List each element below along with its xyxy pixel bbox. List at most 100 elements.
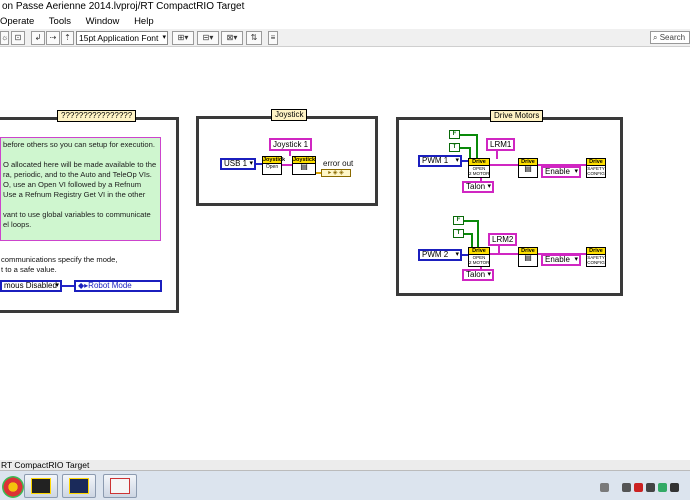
menu-window[interactable]: Window: [85, 16, 120, 27]
wire-t-1b: [469, 147, 471, 158]
drive-open-vi-1[interactable]: Drive OPEN 2 MOTOR: [468, 158, 490, 178]
battery-icon[interactable]: [646, 483, 655, 492]
font-select-label: 15pt Application Font: [79, 33, 159, 43]
lrm2-ref-name[interactable]: LRM2: [488, 233, 518, 246]
alert-icon[interactable]: [634, 483, 643, 492]
chevron-down-icon: ▾: [487, 183, 491, 190]
joystick-open-vi-header: Joystick: [263, 157, 286, 164]
bool-const-t-1[interactable]: T: [449, 143, 460, 152]
chevron-down-icon: ▾: [55, 282, 59, 289]
chrome-icon[interactable]: [2, 476, 24, 498]
pwm2-wire: [462, 254, 468, 256]
drive-set-vi-2-header: Drive: [519, 248, 537, 255]
joystick-open-vi[interactable]: Joystick Open: [262, 156, 286, 175]
chevron-down-icon: ▾: [574, 168, 578, 175]
labview-taskbar-button-2[interactable]: [62, 474, 96, 498]
enable-ring-2[interactable]: Enable ▾: [541, 254, 581, 266]
chevron-down-icon: ▾: [162, 34, 166, 41]
drive-safety-vi-2[interactable]: Drive SAFETY CONFIG: [586, 247, 606, 267]
talon-wire-1: [480, 178, 482, 181]
joystick-open-vi-body: Open: [265, 164, 279, 170]
toolbar: ☼ ⊡ ↲ ⇢ ⇡ 15pt Application Font ▾ ⊞▾ ⊟▾ …: [0, 29, 690, 47]
talon-1-label: Talon: [466, 182, 486, 191]
document-icon: ▤: [524, 164, 532, 173]
distribute-icon[interactable]: ⊟▾: [197, 31, 219, 45]
status-bar: RT CompactRIO Target: [0, 460, 690, 471]
font-select[interactable]: 15pt Application Font ▾: [76, 31, 168, 45]
global-arrow-icon: ◆▸: [78, 281, 89, 290]
update-icon[interactable]: [658, 483, 667, 492]
enable-2-label: Enable: [545, 255, 570, 264]
pwm2-enum-constant[interactable]: PWM 2 ▾: [418, 249, 462, 261]
lightbulb-icon[interactable]: ☼: [0, 31, 9, 45]
pwm1-wire: [462, 160, 468, 162]
mode-enum-constant[interactable]: mous Disabled ▾: [0, 280, 62, 292]
enable-ring-1[interactable]: Enable ▾: [541, 166, 581, 178]
labview-project-icon: [69, 478, 89, 494]
mode-wire: [62, 285, 74, 287]
lrm1-ref-name[interactable]: LRM1: [486, 138, 516, 151]
chevron-down-icon: ▾: [574, 256, 578, 263]
drive-set-vi-2[interactable]: Drive ▤: [518, 247, 538, 267]
talon-ring-1[interactable]: Talon ▾: [462, 181, 494, 193]
pwm1-enum-constant[interactable]: PWM 1 ▾: [418, 155, 462, 167]
sequence-frame-label: ????????????????: [57, 110, 137, 122]
document-icon: ▤: [524, 253, 532, 262]
frc-taskbar-button[interactable]: [103, 474, 137, 498]
wire-f-1b: [476, 134, 478, 158]
robot-mode-label: Robot Mode: [88, 281, 132, 290]
reorder-icon[interactable]: ⇅: [246, 31, 262, 45]
search-input[interactable]: ⌕ Search: [650, 31, 690, 44]
document-icon: ▤: [300, 162, 308, 171]
labview-icon: [31, 478, 51, 494]
usb-wire: [256, 163, 262, 165]
drive-open-vi-1-header: Drive: [469, 159, 489, 166]
talon-ring-2[interactable]: Talon ▾: [462, 269, 494, 281]
setup-comment[interactable]: before others so you can setup for execu…: [0, 137, 161, 241]
error-wire: [316, 172, 321, 174]
talon-wire-2: [480, 267, 482, 269]
bool-const-t-2[interactable]: T: [453, 229, 464, 238]
wire-f-2b: [477, 220, 479, 248]
robot-mode-global[interactable]: ◆▸Robot Mode: [74, 280, 162, 292]
drive-set-vi-1-header: Drive: [519, 159, 537, 166]
drive-open-vi-2-header: Drive: [469, 248, 489, 255]
lrm2-wire: [498, 244, 500, 253]
bool-const-f-2[interactable]: F: [453, 216, 464, 225]
chevron-down-icon: ▾: [455, 251, 459, 258]
usb-enum-constant[interactable]: USB 1 ▾: [220, 158, 256, 170]
step-into-icon[interactable]: ↲: [31, 31, 45, 45]
pwm2-label: PWM 2: [422, 250, 449, 259]
joystick-refnum-vi[interactable]: Joystick ▤: [292, 156, 316, 175]
drive-ref-wire-2: [490, 253, 518, 255]
drive-set-vi-1[interactable]: Drive ▤: [518, 158, 538, 178]
drive-open-vi-2[interactable]: Drive OPEN 2 MOTOR: [468, 247, 490, 267]
volume-icon[interactable]: [670, 483, 679, 492]
status-target: RT CompactRIO Target: [1, 460, 90, 470]
labview-taskbar-button-1[interactable]: [24, 474, 58, 498]
step-over-icon[interactable]: ⇢: [46, 31, 60, 45]
joystick-frame-label: Joystick: [271, 109, 308, 121]
retain-wire-icon[interactable]: ⊡: [11, 31, 25, 45]
align-icon[interactable]: ⊞▾: [172, 31, 194, 45]
network-icon[interactable]: [622, 483, 631, 492]
menu-help[interactable]: Help: [134, 16, 154, 27]
wire-t-1: [460, 147, 470, 149]
joystick-refnum-vi-header: Joystick: [293, 157, 316, 164]
step-out-icon[interactable]: ⇡: [61, 31, 74, 45]
drive-safety-vi-2-header: Drive: [587, 248, 605, 255]
drive-ref-wire-1b: [538, 164, 586, 166]
drive-safety-vi-1-header: Drive: [587, 159, 605, 166]
clean-diagram-icon[interactable]: ≡: [268, 31, 278, 45]
menu-tools[interactable]: Tools: [48, 16, 71, 27]
drive-safety-vi-1[interactable]: Drive SAFETY CONFIG: [586, 158, 606, 178]
resize-icon[interactable]: ⊠▾: [221, 31, 243, 45]
error-out-indicator[interactable]: ▸ ◈ ◈: [321, 169, 351, 177]
frc-icon: [110, 478, 130, 494]
error-out-label: error out: [323, 159, 354, 168]
bool-const-f-1[interactable]: F: [449, 130, 460, 139]
tray-arrow-icon[interactable]: [600, 483, 609, 492]
pwm1-label: PWM 1: [422, 156, 449, 165]
menu-operate[interactable]: Operate: [0, 16, 35, 27]
wire-f-1: [460, 134, 476, 136]
